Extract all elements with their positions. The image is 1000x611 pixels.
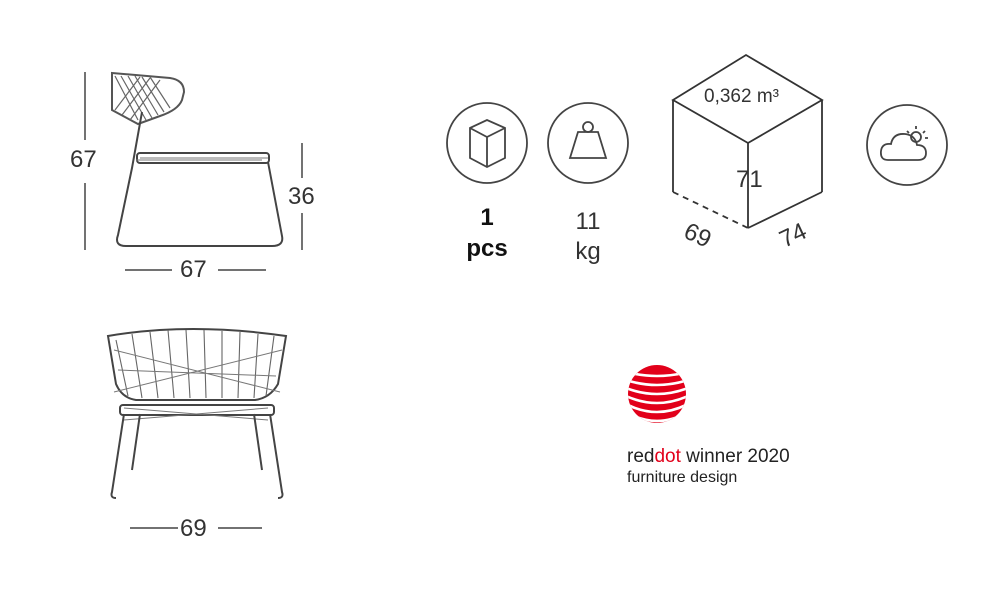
weight-value: 11 xyxy=(575,208,601,235)
award-subtitle: furniture design xyxy=(627,469,738,486)
pieces-value: 1 xyxy=(480,204,494,231)
dim-seat-height: 36 xyxy=(288,183,315,210)
award-title: reddot winner 2020 xyxy=(627,446,790,468)
dim-front-width: 69 xyxy=(180,515,207,542)
award-brand-red: red xyxy=(627,446,655,467)
pieces-unit: pcs xyxy=(466,235,508,262)
award-brand-dot: dot xyxy=(654,446,681,467)
box-height: 71 xyxy=(736,166,763,193)
award-title-rest: winner 2020 xyxy=(680,446,790,467)
box-volume: 0,362 m³ xyxy=(704,86,779,107)
dim-side-height: 67 xyxy=(70,146,97,173)
dim-side-depth: 67 xyxy=(180,256,207,283)
weight-unit: kg xyxy=(575,238,601,265)
